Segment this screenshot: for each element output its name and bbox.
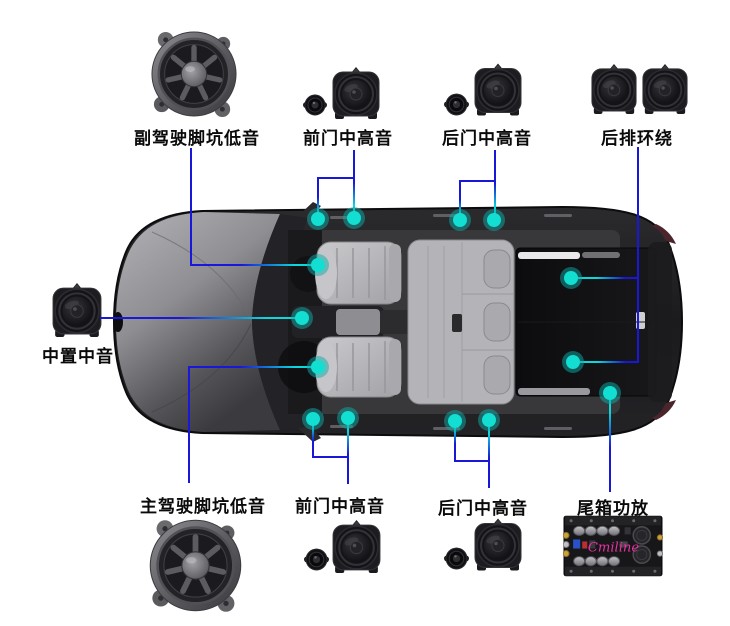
label-rear-surround: 后排环绕: [601, 129, 673, 148]
taillight-top: [652, 224, 676, 244]
connector-front-door-top: [353, 150, 355, 218]
windshield: [252, 214, 308, 430]
mid-speaker-icon: [590, 61, 638, 117]
label-rear-door-mid-high-bottom: 后门中高音: [438, 499, 528, 518]
tweeter-icon: [443, 92, 470, 117]
front-passenger-seat: [315, 241, 402, 305]
marker-passenger-footwell-bass: [311, 258, 325, 272]
marker-center-mid: [295, 311, 309, 325]
marker-trunk-amplifier: [603, 386, 617, 400]
label-center-mid: 中置中音: [42, 347, 114, 366]
trunk-area: [515, 242, 672, 402]
rear-bench-seat: [407, 239, 515, 405]
label-front-door-mid-high-bottom: 前门中高音: [295, 497, 385, 516]
mid-speaker-icon: [641, 61, 689, 117]
mid-speaker-icon: [473, 62, 523, 117]
car-top-view: [112, 202, 684, 442]
connector-front-door-bottom: [312, 456, 349, 458]
marker-rear-door-top-speaker: [487, 213, 501, 227]
marker-rear-door-bottom-speaker: [482, 413, 496, 427]
taillight-bottom: [652, 400, 676, 420]
connector-front-passenger-bass: [190, 264, 318, 266]
marker-rear-door-top-tweeter: [453, 213, 467, 227]
woofer-icon: [148, 515, 243, 616]
connector-front-door-bottom: [312, 420, 314, 458]
mid-speaker-icon: [473, 517, 523, 572]
marker-rear-surround-bottom: [566, 355, 580, 369]
mid-speaker-icon: [51, 281, 103, 339]
connector-rear-surround: [573, 361, 638, 363]
amp-logo-text: Cmiline: [588, 541, 640, 556]
connector-rear-surround: [571, 277, 638, 279]
side-mirror-bottom: [298, 426, 321, 442]
connector-rear-door-top: [494, 150, 496, 220]
marker-front-door-bottom-tweeter: [306, 412, 320, 426]
connector-rear-door-bottom: [454, 460, 490, 462]
marker-rear-door-bottom-tweeter: [448, 414, 462, 428]
marker-front-door-bottom-speaker: [341, 411, 355, 425]
marker-driver-footwell-bass: [311, 360, 325, 374]
mid-speaker-icon: [331, 66, 381, 120]
tweeter-icon: [302, 93, 328, 117]
label-driver-footwell-bass: 主驾驶脚坑低音: [140, 497, 266, 516]
connector-driver-bass: [188, 367, 190, 483]
connector-front-door-top: [317, 177, 319, 219]
car-hood: [116, 212, 280, 432]
tweeter-icon: [443, 545, 470, 572]
connector-rear-door-bottom: [454, 422, 456, 462]
marker-rear-surround-top: [564, 271, 578, 285]
connector-rear-door-bottom: [488, 421, 490, 488]
label-rear-door-mid-high-top: 后门中高音: [442, 129, 532, 148]
label-front-door-mid-high-top: 前门中高音: [303, 129, 393, 148]
woofer-icon: [150, 27, 238, 121]
connector-trunk-amp: [609, 394, 611, 492]
amplifier-icon: Cmiline: [563, 515, 663, 577]
marker-front-door-top-speaker: [347, 211, 361, 225]
side-mirror-top: [298, 202, 321, 218]
connector-rear-surround: [637, 147, 639, 363]
connector-center-mid: [100, 317, 303, 319]
connector-front-door-bottom: [347, 419, 349, 484]
connector-rear-door-top: [459, 180, 461, 220]
connector-front-door-top: [317, 177, 354, 179]
connector-rear-door-top: [459, 180, 495, 182]
driver-seat: [315, 336, 402, 398]
label-front-passenger-footwell-bass: 副驾驶脚坑低音: [134, 129, 260, 148]
marker-front-door-top-tweeter: [311, 212, 325, 226]
mid-speaker-icon: [331, 519, 382, 574]
connector-front-passenger-bass: [190, 148, 192, 266]
connector-driver-bass: [188, 366, 319, 368]
tweeter-icon: [303, 546, 330, 573]
label-trunk-amplifier: 尾箱功放: [577, 499, 649, 518]
